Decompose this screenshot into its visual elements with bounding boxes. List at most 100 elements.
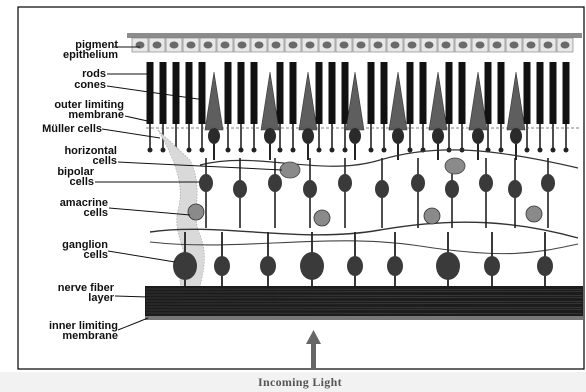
rod-outer-segment bbox=[498, 62, 505, 124]
rod-terminal bbox=[252, 148, 257, 153]
rod-outer-segment bbox=[407, 62, 414, 124]
rod-outer-segment bbox=[160, 62, 167, 124]
label-line: epithelium bbox=[42, 50, 118, 60]
rod-outer-segment bbox=[316, 62, 323, 124]
rod-outer-segment bbox=[329, 62, 336, 124]
rod-terminal bbox=[330, 148, 335, 153]
rod-terminal bbox=[148, 148, 153, 153]
label-line: cones bbox=[42, 80, 106, 90]
pigment-granule bbox=[187, 42, 196, 49]
label-amacrine-cells: amacrine cells bbox=[22, 198, 108, 218]
bipolar-cell bbox=[411, 174, 425, 192]
rod-outer-segment bbox=[420, 62, 427, 124]
ganglion-cell bbox=[347, 256, 363, 276]
horizontal-cell bbox=[280, 162, 300, 178]
pigment-granule bbox=[221, 42, 230, 49]
pigment-granule bbox=[340, 42, 349, 49]
ganglion-cell bbox=[260, 256, 276, 276]
rod-terminal bbox=[499, 148, 504, 153]
label-bipolar-cells: bipolar cells bbox=[22, 167, 94, 187]
pigment-granule bbox=[408, 42, 417, 49]
rod-terminal bbox=[226, 148, 231, 153]
amacrine-cell bbox=[424, 208, 440, 224]
cone-nucleus bbox=[392, 128, 404, 144]
rod-outer-segment bbox=[368, 62, 375, 124]
ganglion-cell bbox=[300, 252, 324, 280]
pigment-granule bbox=[442, 42, 451, 49]
amacrine-cell bbox=[526, 206, 542, 222]
rod-outer-segment bbox=[537, 62, 544, 124]
bipolar-cell bbox=[375, 180, 389, 198]
pigment-granule bbox=[255, 42, 264, 49]
rod-outer-segment bbox=[381, 62, 388, 124]
rod-terminal bbox=[382, 148, 387, 153]
pigment-granule bbox=[238, 42, 247, 49]
rod-terminal bbox=[239, 148, 244, 153]
bipolar-cell bbox=[303, 180, 317, 198]
pigment-granule bbox=[459, 42, 468, 49]
rod-terminal bbox=[291, 148, 296, 153]
cone-nucleus bbox=[302, 128, 314, 144]
label-cones: cones bbox=[42, 80, 106, 90]
ganglion-cell bbox=[173, 252, 197, 280]
cone-nucleus bbox=[208, 128, 220, 144]
label-nerve-fiber-layer: nerve fiber layer bbox=[22, 283, 114, 303]
pigment-granule bbox=[357, 42, 366, 49]
label-inner-limiting-membrane: inner limiting membrane bbox=[22, 321, 118, 341]
label-horizontal-cells: horizontal cells bbox=[22, 146, 117, 166]
rod-terminal bbox=[525, 148, 530, 153]
bipolar-cell bbox=[541, 174, 555, 192]
bipolar-cell bbox=[445, 180, 459, 198]
label-rods: rods bbox=[42, 69, 106, 79]
rod-outer-segment bbox=[173, 62, 180, 124]
label-muller-cells: Müller cells bbox=[22, 124, 102, 134]
rod-terminal bbox=[564, 148, 569, 153]
horizontal-cell bbox=[445, 158, 465, 174]
pigment-granule bbox=[170, 42, 179, 49]
amacrine-cell bbox=[314, 210, 330, 226]
caption-incoming-light: Incoming Light bbox=[258, 375, 342, 390]
pigment-granule bbox=[561, 42, 570, 49]
pigment-granule bbox=[527, 42, 536, 49]
rod-terminal bbox=[408, 148, 413, 153]
pigment-granule bbox=[391, 42, 400, 49]
label-line: cells bbox=[22, 177, 94, 187]
nerve-fiber-layer-band bbox=[145, 286, 583, 320]
pigment-granule bbox=[510, 42, 519, 49]
rod-outer-segment bbox=[446, 62, 453, 124]
cone-nucleus bbox=[349, 128, 361, 144]
rod-terminal bbox=[187, 148, 192, 153]
pigment-granule bbox=[425, 42, 434, 49]
cone-nucleus bbox=[472, 128, 484, 144]
pigment-granule bbox=[493, 42, 502, 49]
label-line: layer bbox=[22, 293, 114, 303]
rod-outer-segment bbox=[485, 62, 492, 124]
ganglion-cell bbox=[214, 256, 230, 276]
bipolar-cell bbox=[268, 174, 282, 192]
rod-terminal bbox=[551, 148, 556, 153]
label-line: cells bbox=[22, 208, 108, 218]
label-line: cells bbox=[22, 250, 108, 260]
rod-terminal bbox=[317, 148, 322, 153]
pigment-granule bbox=[153, 42, 162, 49]
rod-terminal bbox=[161, 148, 166, 153]
rod-outer-segment bbox=[550, 62, 557, 124]
label-ganglion-cells: ganglion cells bbox=[22, 240, 108, 260]
amacrine-cell bbox=[188, 204, 204, 220]
rod-terminal bbox=[343, 148, 348, 153]
rod-outer-segment bbox=[524, 62, 531, 124]
label-line: rods bbox=[42, 69, 106, 79]
label-line: membrane bbox=[22, 110, 124, 120]
rod-outer-segment bbox=[563, 62, 570, 124]
cone-nucleus bbox=[264, 128, 276, 144]
rod-outer-segment bbox=[238, 62, 245, 124]
pigment-granule bbox=[204, 42, 213, 49]
label-pigment-epithelium: pigment epithelium bbox=[42, 40, 118, 60]
bipolar-cell bbox=[233, 180, 247, 198]
rod-outer-segment bbox=[290, 62, 297, 124]
rod-terminal bbox=[278, 148, 283, 153]
pigment-granule bbox=[476, 42, 485, 49]
bipolar-cell bbox=[508, 180, 522, 198]
ganglion-cell bbox=[537, 256, 553, 276]
bipolar-cell bbox=[338, 174, 352, 192]
